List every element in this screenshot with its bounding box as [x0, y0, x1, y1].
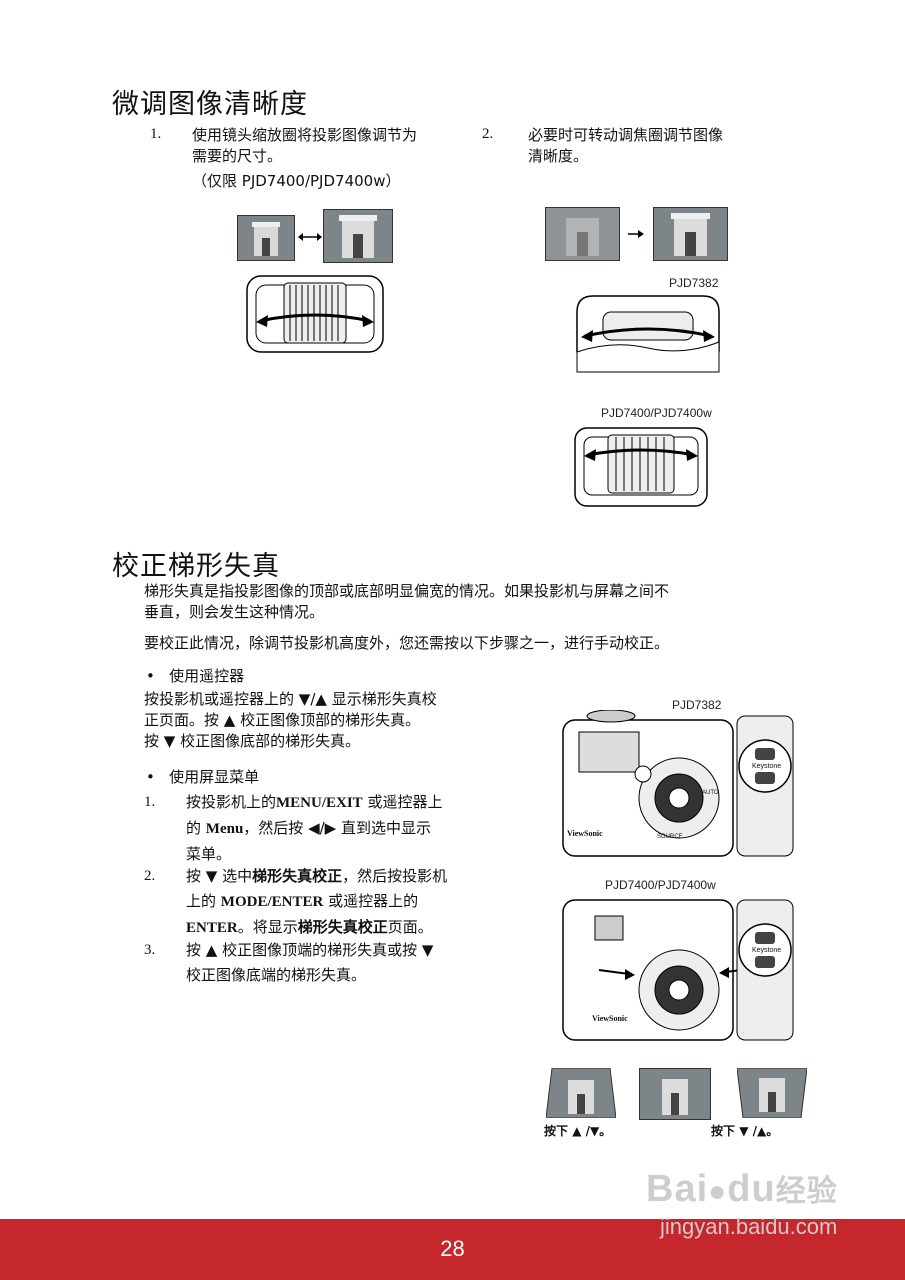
arch-photo-blurry [545, 207, 620, 261]
keystone-up-icon: ▲ [315, 690, 327, 708]
model-label: PJD7382 [669, 276, 719, 290]
step-number: 1. [150, 126, 162, 142]
section-title-keystone: 校正梯形失真 [112, 551, 280, 582]
step2-text: 必要时可转动调焦圈调节图像 清晰度。 [528, 126, 724, 165]
keystone-photo-corrected [639, 1068, 711, 1120]
step-number: 2. [144, 868, 156, 884]
keystone-down-icon: ▼ [739, 1124, 749, 1138]
keystone-photo-wide-bottom [546, 1068, 616, 1118]
projector-pjd7400-illustration [562, 899, 794, 1041]
brand-logo: ViewSonic [567, 829, 603, 838]
bullet-osd: • 使用屏显菜单 [146, 768, 260, 786]
step-number: 2. [482, 126, 494, 142]
step-number: 3. [144, 942, 156, 958]
osd-step1: 按投影机上的MENU/EXIT 或遥控器上 的 Menu，然后按 ◀/▶ 直到选… [186, 793, 443, 863]
menu-exit-label: MENU EXIT [670, 795, 686, 807]
source-label: SOURCE [657, 834, 683, 840]
keystone-description: 梯形失真是指投影图像的顶部或底部明显偏宽的情况。如果投影机与屏幕之间不 垂直，则… [144, 582, 670, 621]
keystone-down-icon: ▼ [421, 941, 434, 959]
keystone-up-icon: ▲ [572, 1124, 582, 1138]
arch-photo-sharp [653, 207, 728, 261]
keystone-instruction: 要校正此情况，除调节投影机高度外，您还需按以下步骤之一，进行手动校正。 [144, 634, 670, 652]
step-number: 1. [144, 794, 156, 810]
focus-ring-pjd7382-icon [576, 295, 720, 373]
model-label: PJD7400/PJD7400w [605, 878, 716, 892]
osd-step3: 按 ▲ 校正图像顶端的梯形失真或按 ▼ 校正图像底端的梯形失真。 [186, 941, 434, 984]
projector-pjd7382-illustration [562, 710, 794, 857]
paw-icon: ● [708, 1175, 728, 1208]
remote-instructions: 按投影机或遥控器上的 ▼/▲ 显示梯形失真校 正页面。按 ▲ 校正图像顶部的梯形… [144, 690, 437, 750]
keystone-label: Keystone [752, 947, 782, 954]
arch-photo-small [237, 215, 295, 261]
watermark-logo: Bai●du经验 [646, 1168, 838, 1210]
osd-step2: 按 ▼ 选中梯形失真校正，然后按投影机 上的 MODE/ENTER 或遥控器上的… [186, 867, 448, 936]
keystone-photo-wide-top [737, 1068, 807, 1118]
model-label: PJD7382 [672, 698, 722, 712]
brand-logo: ViewSonic [592, 1014, 628, 1023]
arch-photo-large [323, 209, 393, 263]
press-caption-left: 按下 ▲ /▼。 [544, 1124, 612, 1138]
page-number: 28 [440, 1236, 465, 1261]
keystone-down-icon: ▼ [298, 690, 311, 708]
footer-bar [0, 1219, 905, 1280]
left-right-arrow-icon: ◀/▶ [308, 819, 337, 837]
keystone-up-icon: ▲ [205, 941, 218, 959]
zoom-ring-icon [246, 275, 384, 353]
keystone-down-icon: ▼ [163, 732, 176, 750]
keystone-label: Keystone [752, 763, 782, 770]
model-label: PJD7400/PJD7400w [601, 406, 712, 420]
keystone-up-icon: ▲ [223, 711, 236, 729]
step1-text: 使用镜头缩放圈将投影图像调节为 需要的尺寸。 （仅限 PJD7400/PJD74… [192, 126, 418, 190]
focus-ring-pjd7400-icon [574, 427, 708, 507]
section-title-focus: 微调图像清晰度 [112, 89, 308, 120]
arrow-right-icon [628, 230, 644, 238]
press-caption-right: 按下 ▼ /▲。 [711, 1124, 779, 1138]
bullet-remote: • 使用遥控器 [146, 667, 245, 685]
auto-label: AUTO [702, 790, 719, 796]
watermark-url: jingyan.baidu.com [660, 1214, 838, 1239]
double-arrow-icon [298, 233, 322, 241]
